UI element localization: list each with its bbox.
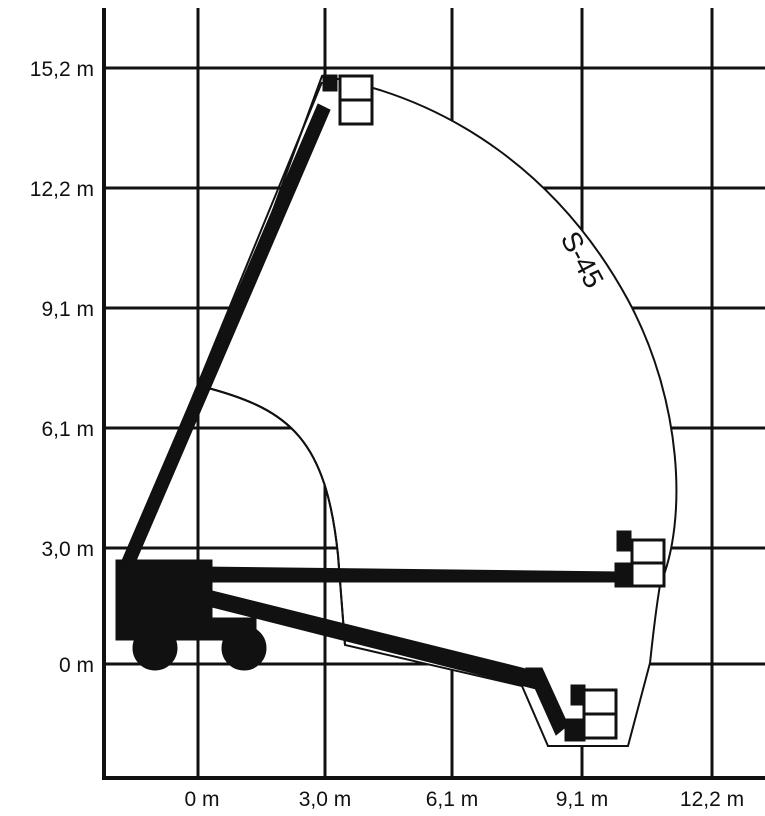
y-tick-label: 0 m	[59, 654, 94, 677]
platform-top	[322, 74, 374, 126]
x-tick-label: 6,1 m	[426, 788, 479, 811]
lift-machine	[115, 81, 621, 736]
rear-wheel	[132, 625, 178, 671]
platform-horizontal	[614, 530, 666, 588]
raised-boom-edge	[119, 81, 323, 575]
inner-reach-curve	[207, 387, 346, 646]
x-tick-label: 9,1 m	[556, 788, 609, 811]
y-tick-label: 3,0 m	[41, 538, 94, 561]
x-tick-label: 12,2 m	[680, 788, 744, 811]
x-tick-labels: 0 m 3,0 m 6,1 m 9,1 m 12,2 m	[184, 788, 744, 811]
x-tick-label: 0 m	[184, 788, 219, 811]
x-tick-label: 3,0 m	[299, 788, 352, 811]
y-tick-label: 6,1 m	[41, 418, 94, 441]
front-wheel	[221, 625, 267, 671]
y-tick-label: 12,2 m	[30, 178, 94, 201]
y-tick-labels: 15,2 m 12,2 m 9,1 m 6,1 m 3,0 m 0 m	[30, 58, 94, 677]
working-envelope-outline	[206, 74, 678, 747]
platform-low	[564, 684, 618, 742]
y-tick-label: 15,2 m	[30, 58, 94, 81]
y-tick-label: 9,1 m	[41, 298, 94, 321]
